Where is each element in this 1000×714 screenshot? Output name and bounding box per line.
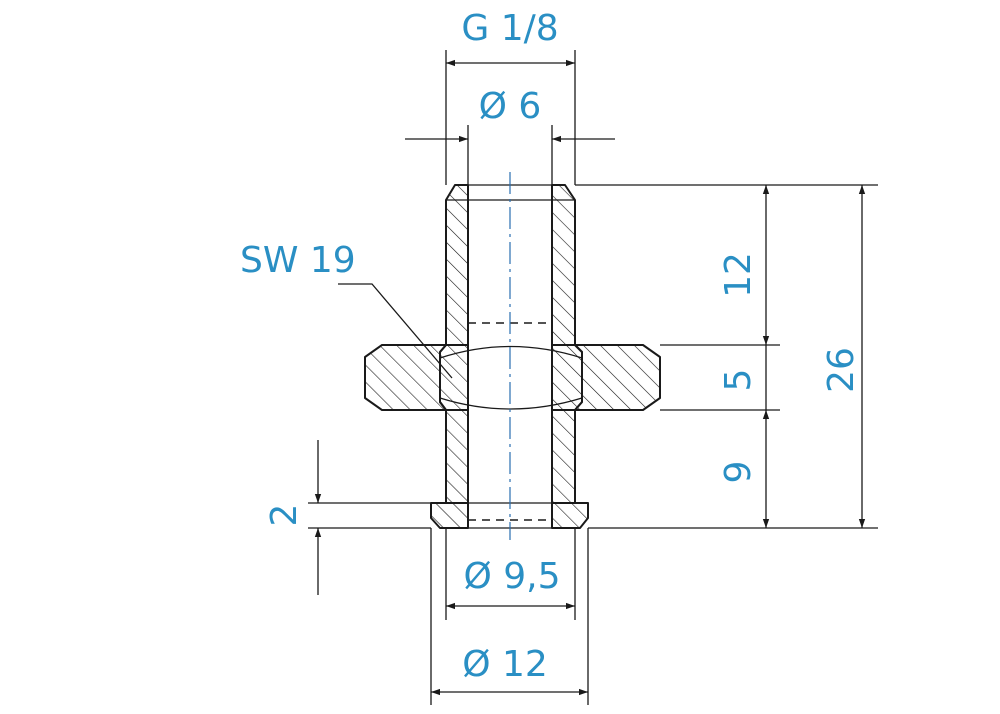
- hex-nut-left: [364, 344, 447, 411]
- dim-height-nut-label: 5: [718, 369, 759, 392]
- flange-left: [430, 502, 469, 529]
- dim-bore-label: Ø 6: [479, 86, 542, 127]
- lower-wall-left: [445, 409, 469, 504]
- flange-right: [551, 502, 589, 529]
- dim-wrench-leader: [338, 283, 453, 379]
- upper-wall-left: [445, 184, 469, 346]
- dim-inner-diameter-label: Ø 9,5: [463, 556, 560, 597]
- nut-arc-bottom: [439, 397, 583, 410]
- dim-thread-label: G 1/8: [461, 8, 558, 49]
- part-section: [364, 172, 661, 540]
- nut-wall-right: [551, 344, 583, 411]
- dim-outer-diameter-label: Ø 12: [462, 644, 548, 685]
- dim-flange-label: 2: [264, 504, 305, 527]
- dim-height-lower-label: 9: [718, 461, 759, 484]
- upper-wall-right: [551, 184, 576, 346]
- nut-arc-top: [439, 345, 583, 359]
- dimensions: G 1/8 Ø 6 SW 19 12 5 9 26 2: [240, 8, 878, 705]
- hex-nut-right: [574, 344, 661, 411]
- lower-wall-right: [551, 409, 576, 504]
- dim-height-top-label: 12: [718, 252, 759, 298]
- dim-height-total-label: 26: [821, 347, 862, 393]
- nut-wall-left: [439, 344, 469, 411]
- dim-wrench-label: SW 19: [240, 240, 356, 281]
